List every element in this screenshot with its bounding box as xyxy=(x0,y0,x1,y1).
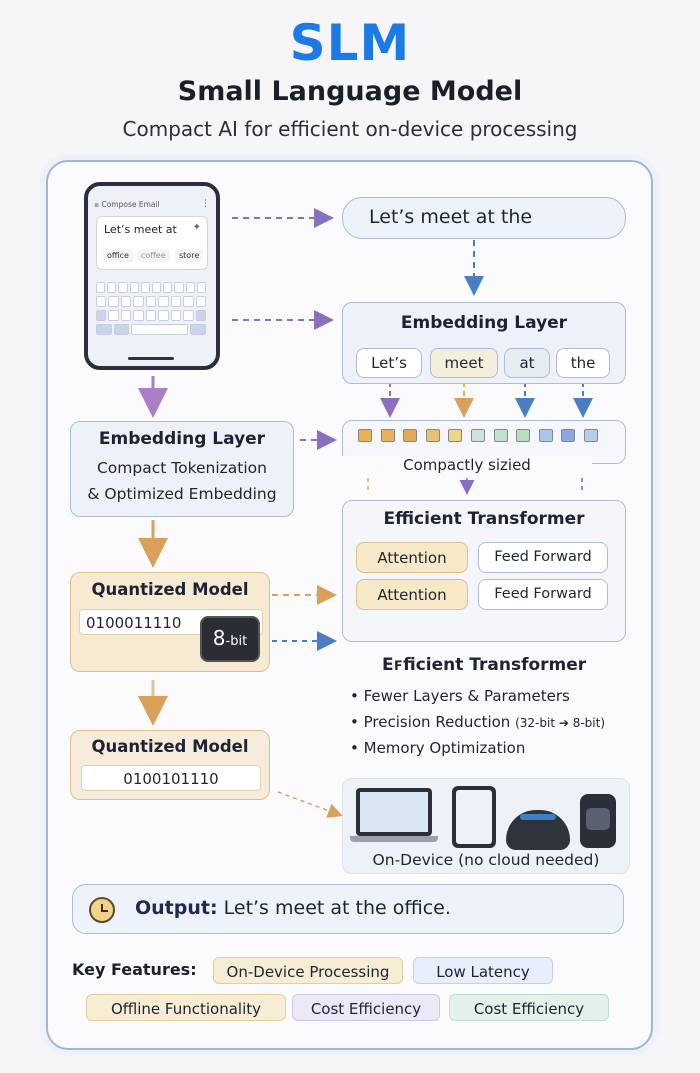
home-indicator xyxy=(128,357,174,360)
tagline: Compact AI for efficient on-device proce… xyxy=(122,117,578,141)
attention-block: Attention xyxy=(356,579,468,610)
compact-tokenization-text: Compact Tokenization xyxy=(96,459,267,477)
embedding-layer-left: Embedding Layer Compact Tokenization & O… xyxy=(70,421,294,517)
bullet-item: • Fewer Layers & Parameters xyxy=(350,687,570,705)
menu-dots-icon[interactable]: ⋮ xyxy=(201,199,210,209)
feature-chip: Cost Efficiency xyxy=(449,994,609,1021)
transformer-info-title: Eꜰficient Transformer xyxy=(382,655,587,675)
feed-forward-block: Feed Forward xyxy=(478,542,608,573)
cpu-chip-icon: 8-bit xyxy=(200,616,260,662)
clock-icon xyxy=(89,897,115,923)
bullet-text: Fewer Layers & Parameters xyxy=(363,687,570,705)
suggestion-chip[interactable]: coffee xyxy=(137,249,170,262)
laptop-icon xyxy=(350,788,438,844)
embedding-layer-title: Embedding Layer xyxy=(400,313,568,333)
output-box: Output: Let’s meet at the office. xyxy=(72,884,624,934)
vector-cell xyxy=(516,429,531,442)
efficient-transformer-title: Efficient Transformer xyxy=(383,509,585,529)
vector-cell xyxy=(471,429,485,442)
precision-note: (32-bit ➔ 8-bit) xyxy=(515,716,606,730)
vector-caption: Compactly sizied xyxy=(342,456,592,474)
sparkle-icon: ✦ xyxy=(192,222,201,233)
quantized-model-title: Quantized Model xyxy=(91,580,249,599)
phone-mockup: ▪ Compose Email ⋮ Let’s meet at ✦ office… xyxy=(84,182,220,370)
smartwatch-icon xyxy=(580,794,616,848)
embedding-layer-title: Embedding Layer xyxy=(98,429,266,449)
phone-device-icon xyxy=(452,786,496,848)
vector-cell xyxy=(561,429,576,442)
suggestion-chip[interactable]: store xyxy=(175,249,204,262)
token-chip: Let’s xyxy=(356,348,422,378)
bullet-text: Memory Optimization xyxy=(363,739,526,757)
output-label: Output: xyxy=(135,897,218,919)
smart-speaker-icon xyxy=(506,810,570,850)
vector-cell xyxy=(448,429,463,442)
token-chip: the xyxy=(556,348,610,378)
vector-cell xyxy=(358,429,372,442)
token-chip: at xyxy=(504,348,550,378)
optimized-embedding-text: & Optimized Embedding xyxy=(87,485,277,503)
feature-chip: Low Latency xyxy=(413,957,553,984)
folder-icon: ▪ xyxy=(94,200,100,209)
chip-bit-number: 8 xyxy=(212,626,226,650)
subtitle: Small Language Model xyxy=(177,76,523,107)
input-prompt: Let’s meet at the xyxy=(342,197,626,239)
devices-caption: On-Device (no cloud needed) xyxy=(372,851,600,869)
typed-text: Let’s meet at xyxy=(104,223,177,236)
output-line: Output: Let’s meet at the office. xyxy=(135,897,451,919)
bullet-text: Precision Reduction xyxy=(363,713,511,731)
vector-cell xyxy=(493,429,508,442)
suggestion-chip[interactable]: office xyxy=(103,249,133,262)
compose-email-label: Compose Email xyxy=(101,200,160,209)
chip-bit-suffix: -bit xyxy=(225,634,248,649)
feature-chip: Cost Efficiency xyxy=(292,994,440,1021)
vector-cell xyxy=(380,429,395,442)
keyboard[interactable] xyxy=(96,282,207,338)
bullet-item: • Precision Reduction (32-bit ➔ 8-bit) xyxy=(350,713,606,731)
feature-chip: Offline Functionality xyxy=(86,994,286,1021)
bullet-item: • Memory Optimization xyxy=(350,739,526,757)
output-text: Let’s meet at the office. xyxy=(223,897,451,919)
quantized-model-bottom: Quantized Model 0100101110 xyxy=(70,730,270,800)
compose-field[interactable]: Let’s meet at ✦ office coffee store xyxy=(96,216,208,270)
vector-cell xyxy=(425,429,440,442)
key-features-label: Key Features: xyxy=(72,960,197,979)
compose-email-header: ▪ Compose Email xyxy=(94,200,160,209)
vector-cell xyxy=(538,429,553,442)
feature-chip: On-Device Processing xyxy=(213,957,403,984)
attention-block: Attention xyxy=(356,542,468,573)
title: SLM xyxy=(289,14,411,72)
feed-forward-block: Feed Forward xyxy=(478,579,608,610)
token-chip: meet xyxy=(430,348,498,378)
vector-cell xyxy=(584,429,598,442)
vector-cell xyxy=(403,429,418,442)
quantized-model-title: Quantized Model xyxy=(91,737,249,756)
quantized-bits: 0100101110 xyxy=(81,765,261,791)
